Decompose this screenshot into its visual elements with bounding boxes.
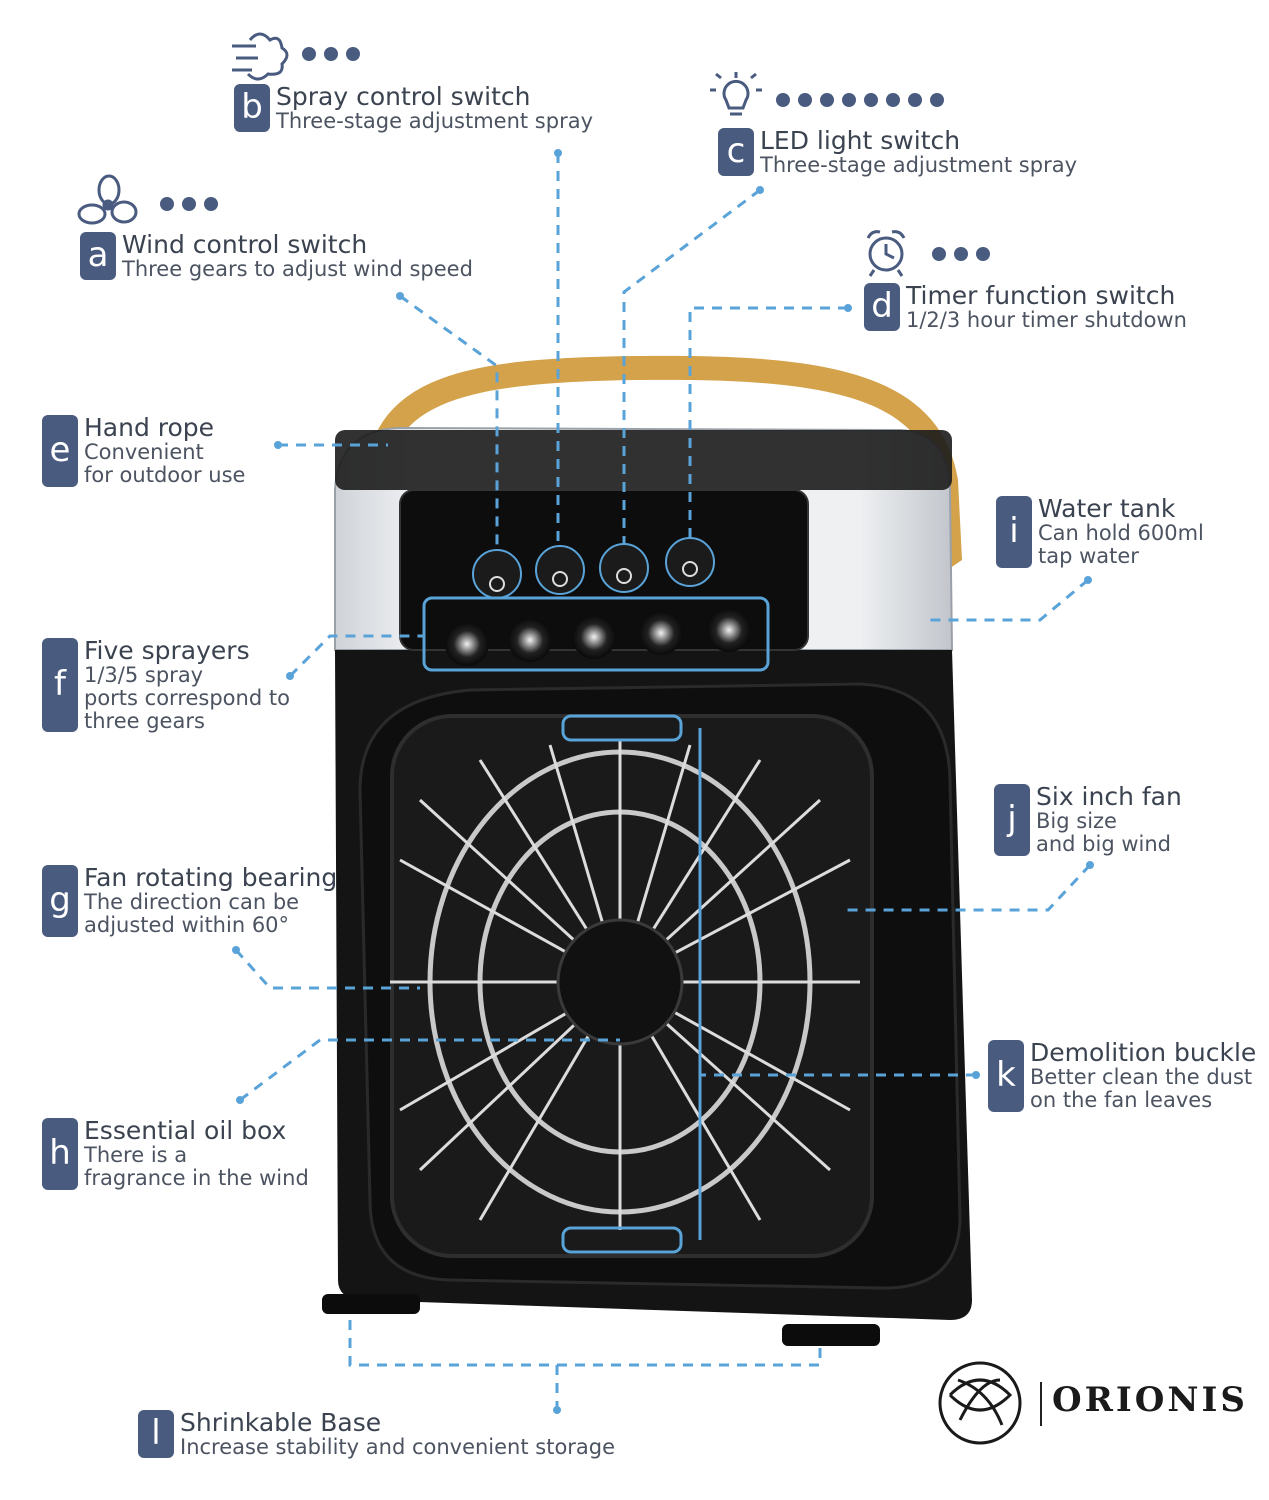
badge-j: j: [994, 784, 1030, 856]
feature-a-line-1: Three gears to adjust wind speed: [122, 257, 473, 281]
feature-c: c LED light switch Three-stage adjustmen…: [718, 128, 1077, 177]
brand-divider: [1040, 1382, 1042, 1426]
wind-level-dots: [160, 197, 218, 211]
feature-g-line-2: adjusted within 60°: [84, 913, 290, 937]
feature-d-line-1: 1/2/3 hour timer shutdown: [906, 308, 1187, 332]
timer-level-dots: [932, 247, 990, 261]
feature-b-title: Spray control switch: [276, 82, 531, 111]
badge-k: k: [988, 1040, 1024, 1112]
feature-l-line-1: Increase stability and convenient storag…: [180, 1435, 616, 1459]
feature-h-title: Essential oil box: [84, 1116, 287, 1145]
feature-a: a Wind control switch Three gears to adj…: [80, 232, 473, 281]
badge-h: h: [42, 1118, 78, 1190]
feature-h-line-1: There is a: [84, 1143, 188, 1167]
led-level-dots: [776, 93, 944, 107]
feature-i-line-2: tap water: [1038, 544, 1139, 568]
feature-k-title: Demolition buckle: [1030, 1038, 1257, 1067]
feature-b: b Spray control switch Three-stage adjus…: [234, 84, 593, 133]
feature-f-line-2: ports correspond to: [84, 686, 290, 710]
feature-b-line-1: Three-stage adjustment spray: [276, 109, 594, 133]
brand-name: ORIONIS: [1052, 1380, 1248, 1420]
feature-e-line-1: Convenient: [84, 440, 204, 464]
feature-j-line-1: Big size: [1036, 809, 1117, 833]
feature-k-line-1: Better clean the dust: [1030, 1065, 1253, 1089]
feature-e-line-2: for outdoor use: [84, 463, 246, 487]
badge-g: g: [42, 865, 78, 937]
badge-c: c: [718, 128, 754, 176]
feature-g: g Fan rotating bearing The direction can…: [42, 865, 337, 937]
feature-i-line-1: Can hold 600ml: [1038, 521, 1204, 545]
feature-f: f Five sprayers 1/3/5 spray ports corres…: [42, 638, 290, 733]
wind-icon: [232, 32, 289, 81]
badge-e: e: [42, 415, 78, 487]
feature-a-title: Wind control switch: [122, 230, 368, 259]
badge-l: l: [138, 1410, 174, 1458]
feature-d: d Timer function switch 1/2/3 hour timer…: [864, 283, 1187, 332]
badge-b: b: [234, 84, 270, 132]
feature-k: k Demolition buckle Better clean the dus…: [988, 1040, 1256, 1112]
feature-i-title: Water tank: [1038, 494, 1176, 523]
feature-g-title: Fan rotating bearing: [84, 863, 338, 892]
badge-a: a: [80, 232, 116, 280]
feature-e-title: Hand rope: [84, 413, 215, 442]
feature-h-line-2: fragrance in the wind: [84, 1166, 309, 1190]
feature-d-title: Timer function switch: [906, 281, 1176, 310]
feature-f-line-3: three gears: [84, 709, 205, 733]
feature-j-title: Six inch fan: [1036, 782, 1182, 811]
feature-c-line-1: Three-stage adjustment spray: [760, 153, 1078, 177]
feature-h: h Essential oil box There is a fragrance…: [42, 1118, 309, 1190]
feature-e: e Hand rope Convenient for outdoor use: [42, 415, 245, 487]
feature-l: l Shrinkable Base Increase stability and…: [138, 1410, 615, 1459]
badge-f: f: [42, 638, 78, 732]
feature-l-title: Shrinkable Base: [180, 1408, 382, 1437]
badge-d: d: [864, 283, 900, 331]
feature-c-title: LED light switch: [760, 126, 961, 155]
feature-f-line-1: 1/3/5 spray: [84, 663, 204, 687]
alarm-clock-icon: [866, 230, 906, 277]
feature-k-line-2: on the fan leaves: [1030, 1088, 1213, 1112]
feature-i: i Water tank Can hold 600ml tap water: [996, 496, 1204, 568]
feature-j-line-2: and big wind: [1036, 832, 1172, 856]
feature-g-line-1: The direction can be: [84, 890, 300, 914]
bulb-icon: [710, 72, 762, 116]
feature-f-title: Five sprayers: [84, 636, 250, 665]
orionis-logo-icon: [938, 1361, 1022, 1445]
fan-icon: [77, 174, 138, 225]
spray-level-dots: [302, 47, 360, 61]
badge-i: i: [996, 496, 1032, 568]
feature-j: j Six inch fan Big size and big wind: [994, 784, 1182, 856]
